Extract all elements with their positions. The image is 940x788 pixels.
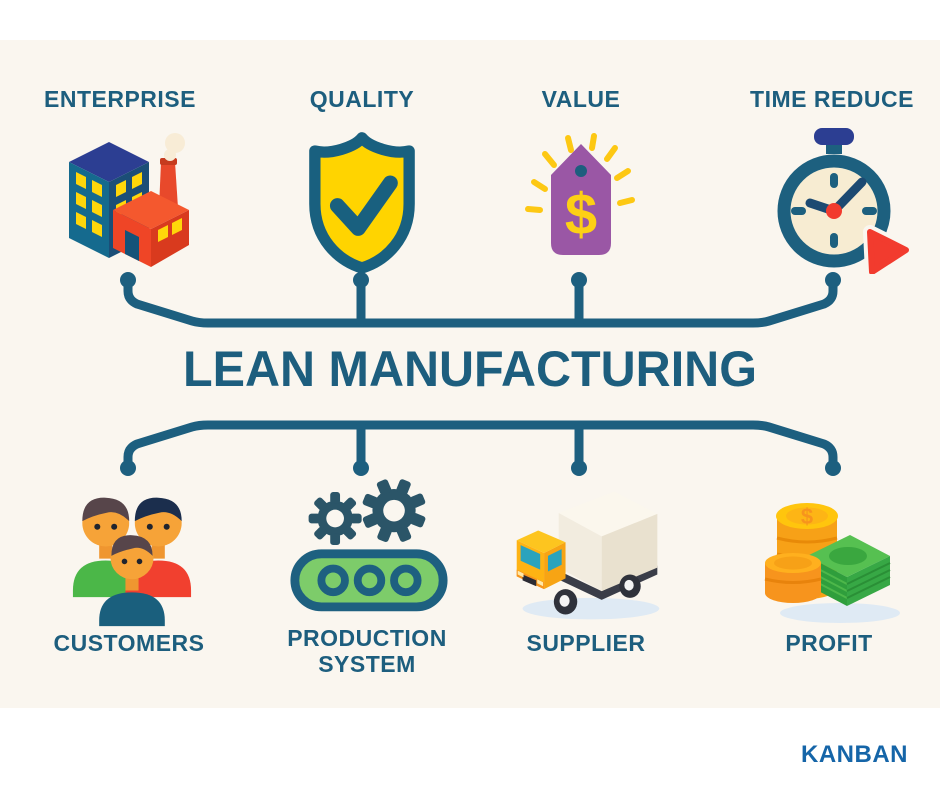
- stopwatch-icon: [758, 122, 910, 274]
- dollar-glyph: $: [565, 182, 597, 247]
- shield-check-icon: [296, 128, 428, 274]
- customers-icon: [58, 478, 206, 628]
- delivery-truck-icon: [505, 480, 671, 625]
- money-profit-icon: $: [755, 478, 905, 628]
- label-quality: QUALITY: [309, 86, 415, 112]
- label-production-system: PRODUCTION SYSTEM: [287, 625, 447, 677]
- production-line-icon: [288, 478, 450, 613]
- label-customers: CUSTOMERS: [53, 630, 205, 656]
- coin-dollar-glyph: $: [801, 504, 813, 529]
- bottom-connector-lines: [100, 418, 850, 502]
- price-tag-icon: $: [504, 124, 659, 272]
- label-value: VALUE: [541, 86, 621, 112]
- label-profit: PROFIT: [785, 630, 873, 656]
- label-time-reduce: TIME REDUCE: [750, 86, 914, 112]
- page-title: LEAN MANUFACTURING: [183, 341, 757, 397]
- factory-icon: [55, 126, 215, 268]
- label-supplier: SUPPLIER: [526, 630, 646, 656]
- top-connector-lines: [100, 260, 850, 344]
- label-enterprise: ENTERPRISE: [44, 86, 196, 112]
- kanban-brand: KANBAN: [801, 741, 908, 768]
